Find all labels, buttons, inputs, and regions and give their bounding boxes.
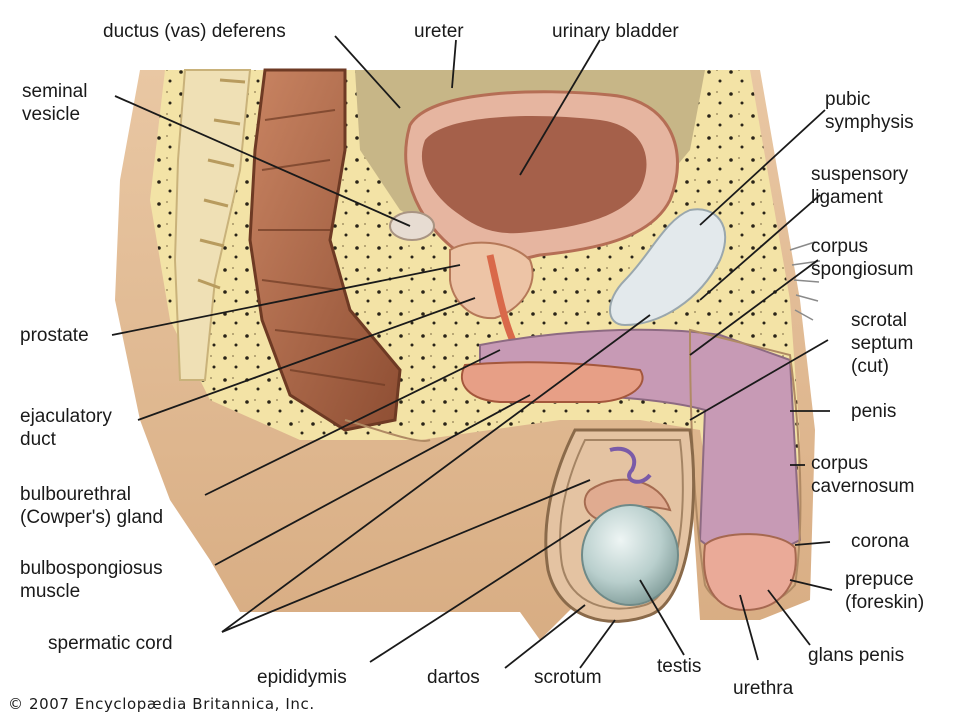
label-prepuce: prepuce (foreskin) <box>845 569 925 613</box>
copyright-credit: © 2007 Encyclopædia Britannica, Inc. <box>8 695 315 713</box>
label-epididymis: epididymis <box>257 667 347 688</box>
label-spermatic-cord: spermatic cord <box>48 633 173 654</box>
label-urinary-bladder: urinary bladder <box>552 21 679 42</box>
label-urethra: urethra <box>733 678 794 699</box>
testis-shape <box>581 504 679 606</box>
label-prostate: prostate <box>20 325 89 346</box>
label-ureter: ureter <box>414 21 464 42</box>
leader-lines <box>111 35 833 669</box>
label-dartos: dartos <box>427 667 480 688</box>
label-seminal-vesicle: seminal vesicle <box>22 81 88 125</box>
bladder-lumen <box>421 116 647 234</box>
label-ejaculatory-duct: ejaculatory duct <box>20 406 112 450</box>
label-corpus-cavernosum: corpus cavernosum <box>811 453 915 497</box>
label-pubic-symphysis: pubic symphysis <box>825 89 914 133</box>
sacrum-segments <box>197 78 246 290</box>
label-glans-penis: glans penis <box>808 645 905 666</box>
seminal-vesicle-shape <box>389 211 435 241</box>
rectum <box>248 68 402 432</box>
label-corpus-spongiosum: corpus spongiosum <box>811 236 914 280</box>
label-scrotum: scrotum <box>534 667 602 688</box>
spermatic-cord-vessels <box>609 446 652 484</box>
rectum-folds <box>258 109 386 386</box>
pubic-symphysis-shape <box>609 208 727 327</box>
glans-shape <box>703 533 797 612</box>
label-scrotal-septum: scrotal septum (cut) <box>851 310 914 377</box>
label-bulbospongiosus-muscle: bulbospongiosus muscle <box>20 558 163 602</box>
buttock-fold <box>344 419 431 442</box>
label-ductus-vas-deferens: ductus (vas) deferens <box>103 21 286 42</box>
scrotum-inner <box>559 439 684 610</box>
pubic-hair <box>789 241 821 321</box>
label-penis: penis <box>851 401 897 422</box>
label-testis: testis <box>657 656 702 677</box>
label-corona: corona <box>851 531 910 552</box>
bulbospongiosus-shape <box>460 361 644 403</box>
label-bulbourethral-gland: bulbourethral (Cowper's) gland <box>20 484 164 528</box>
label-suspensory-ligament: suspensory ligament <box>811 164 909 208</box>
